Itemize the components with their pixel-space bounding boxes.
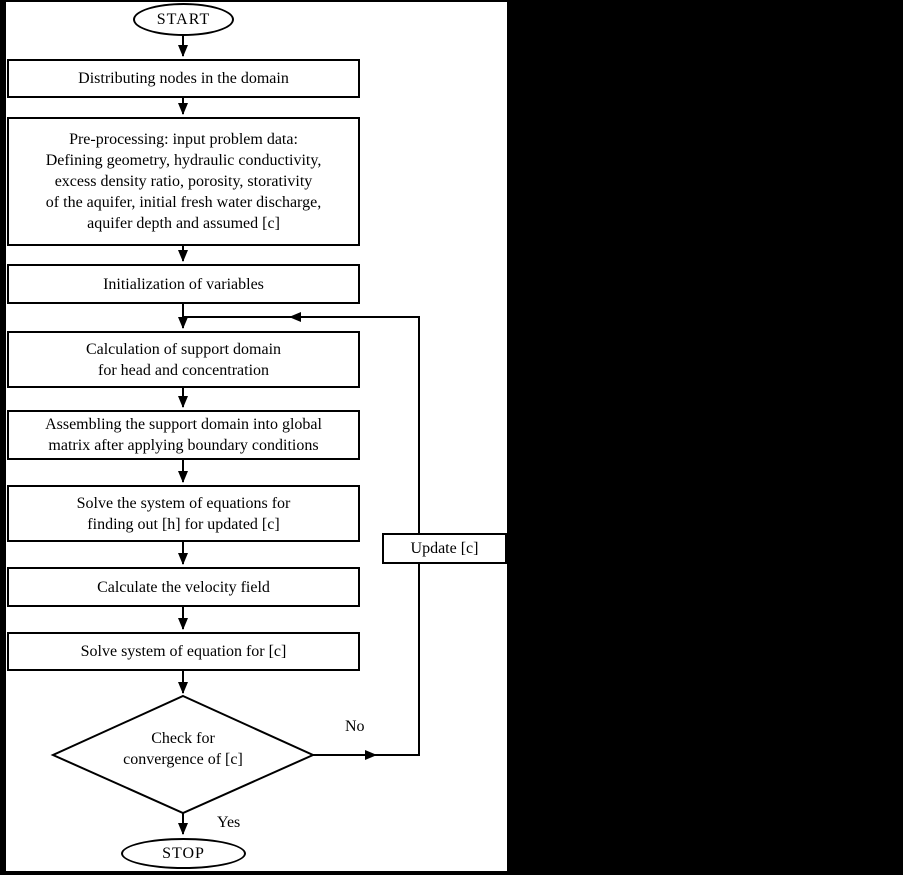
- node-preprocessing-line: of the aquifer, initial fresh water disc…: [45, 194, 322, 211]
- node-solve-c: Solve system of equation for [c]: [7, 632, 360, 671]
- node-assembling-line: Assembling the support domain into globa…: [45, 416, 322, 433]
- node-velocity-field-label: Calculate the velocity field: [97, 578, 270, 596]
- node-support-domain: Calculation of support domain for head a…: [7, 331, 360, 388]
- node-update-c: Update [c]: [382, 533, 507, 564]
- node-solve-h-line: Solve the system of equations for: [76, 494, 291, 512]
- node-convergence-check: Check for convergence of [c]: [93, 728, 273, 770]
- node-preprocessing-line: excess density ratio, porosity, storativ…: [54, 173, 313, 190]
- node-initialization-label: Initialization of variables: [103, 275, 264, 293]
- edge-label-no: No: [345, 718, 365, 735]
- node-stop-label: STOP: [162, 845, 205, 862]
- node-update-c-label: Update [c]: [410, 540, 479, 557]
- node-solve-h-line: finding out [h] for updated [c]: [87, 515, 280, 533]
- node-preprocessing: Pre-processing: input problem data: Defi…: [7, 117, 360, 246]
- connector-layer: [50, 36, 420, 835]
- node-convergence-check-line: Check for: [151, 730, 215, 747]
- node-velocity-field: Calculate the velocity field: [7, 567, 360, 607]
- edge-label-yes: Yes: [217, 814, 241, 831]
- node-solve-c-label: Solve system of equation for [c]: [80, 643, 287, 660]
- node-distribute-nodes: Distributing nodes in the domain: [7, 59, 360, 98]
- node-convergence-check-line: convergence of [c]: [123, 751, 243, 768]
- node-initialization: Initialization of variables: [7, 264, 360, 304]
- node-support-domain-line: for head and concentration: [97, 361, 270, 379]
- node-distribute-nodes-label: Distributing nodes in the domain: [78, 70, 289, 87]
- node-stop: STOP: [121, 838, 246, 869]
- decision-diamond-shape: [50, 694, 316, 815]
- left-border-strip: [0, 0, 6, 872]
- node-assembling: Assembling the support domain into globa…: [7, 410, 360, 460]
- node-preprocessing-line: aquifer depth and assumed [c]: [87, 215, 280, 232]
- node-assembling-line: matrix after applying boundary condition…: [48, 437, 319, 454]
- node-start-label: START: [156, 11, 211, 28]
- right-black-panel: [507, 0, 903, 875]
- node-start: START: [133, 3, 234, 36]
- node-preprocessing-line: Defining geometry, hydraulic conductivit…: [45, 152, 322, 169]
- node-solve-h: Solve the system of equations for findin…: [7, 485, 360, 542]
- bottom-border-strip: [0, 871, 507, 875]
- node-support-domain-line: Calculation of support domain: [85, 340, 282, 358]
- top-border-strip: [0, 0, 507, 2]
- node-preprocessing-line: Pre-processing: input problem data:: [69, 131, 298, 148]
